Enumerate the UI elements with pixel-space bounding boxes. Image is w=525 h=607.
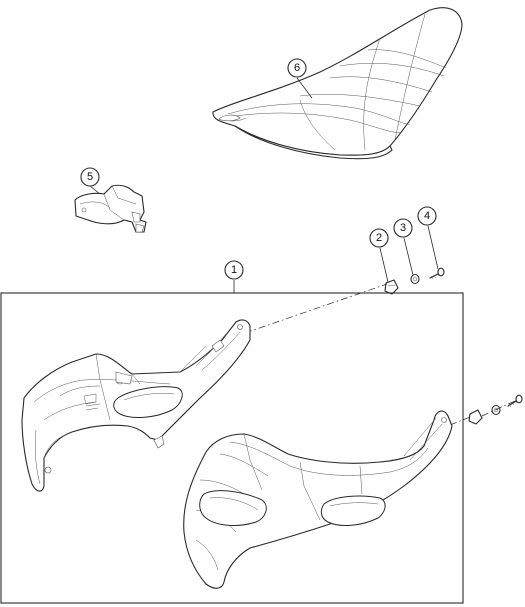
callout-6: 6 — [287, 58, 307, 78]
leader-line-6 — [296, 77, 313, 99]
svg-text:5: 5 — [87, 171, 93, 183]
svg-text:6: 6 — [294, 62, 300, 74]
assembly-line-lower-hardware — [481, 400, 516, 417]
washer-part — [410, 273, 420, 285]
screw-part — [429, 267, 445, 280]
clip-nut-part — [384, 279, 399, 295]
svg-text:3: 3 — [400, 222, 406, 234]
callout-2: 2 — [369, 228, 389, 248]
seat-part — [212, 7, 463, 160]
bracket-cover-part — [74, 184, 147, 233]
leader-line-3 — [403, 237, 414, 276]
left-side-panel — [21, 319, 251, 492]
svg-text:4: 4 — [424, 210, 430, 222]
leader-line-5 — [89, 185, 101, 195]
assembly-frame — [0, 292, 464, 604]
lower-screw-part — [507, 394, 523, 408]
leader-line-2 — [379, 247, 389, 283]
lower-clip-nut-part — [468, 409, 483, 425]
leader-line-4 — [427, 225, 439, 270]
svg-text:1: 1 — [231, 264, 237, 276]
svg-text:2: 2 — [376, 232, 382, 244]
right-side-panel — [183, 410, 453, 589]
callout-3: 3 — [393, 218, 413, 238]
callout-1: 1 — [224, 260, 244, 280]
callout-5: 5 — [80, 167, 100, 187]
assembly-line-upper — [244, 283, 388, 334]
callout-4: 4 — [417, 206, 437, 226]
assembly-line-lower — [449, 416, 471, 426]
